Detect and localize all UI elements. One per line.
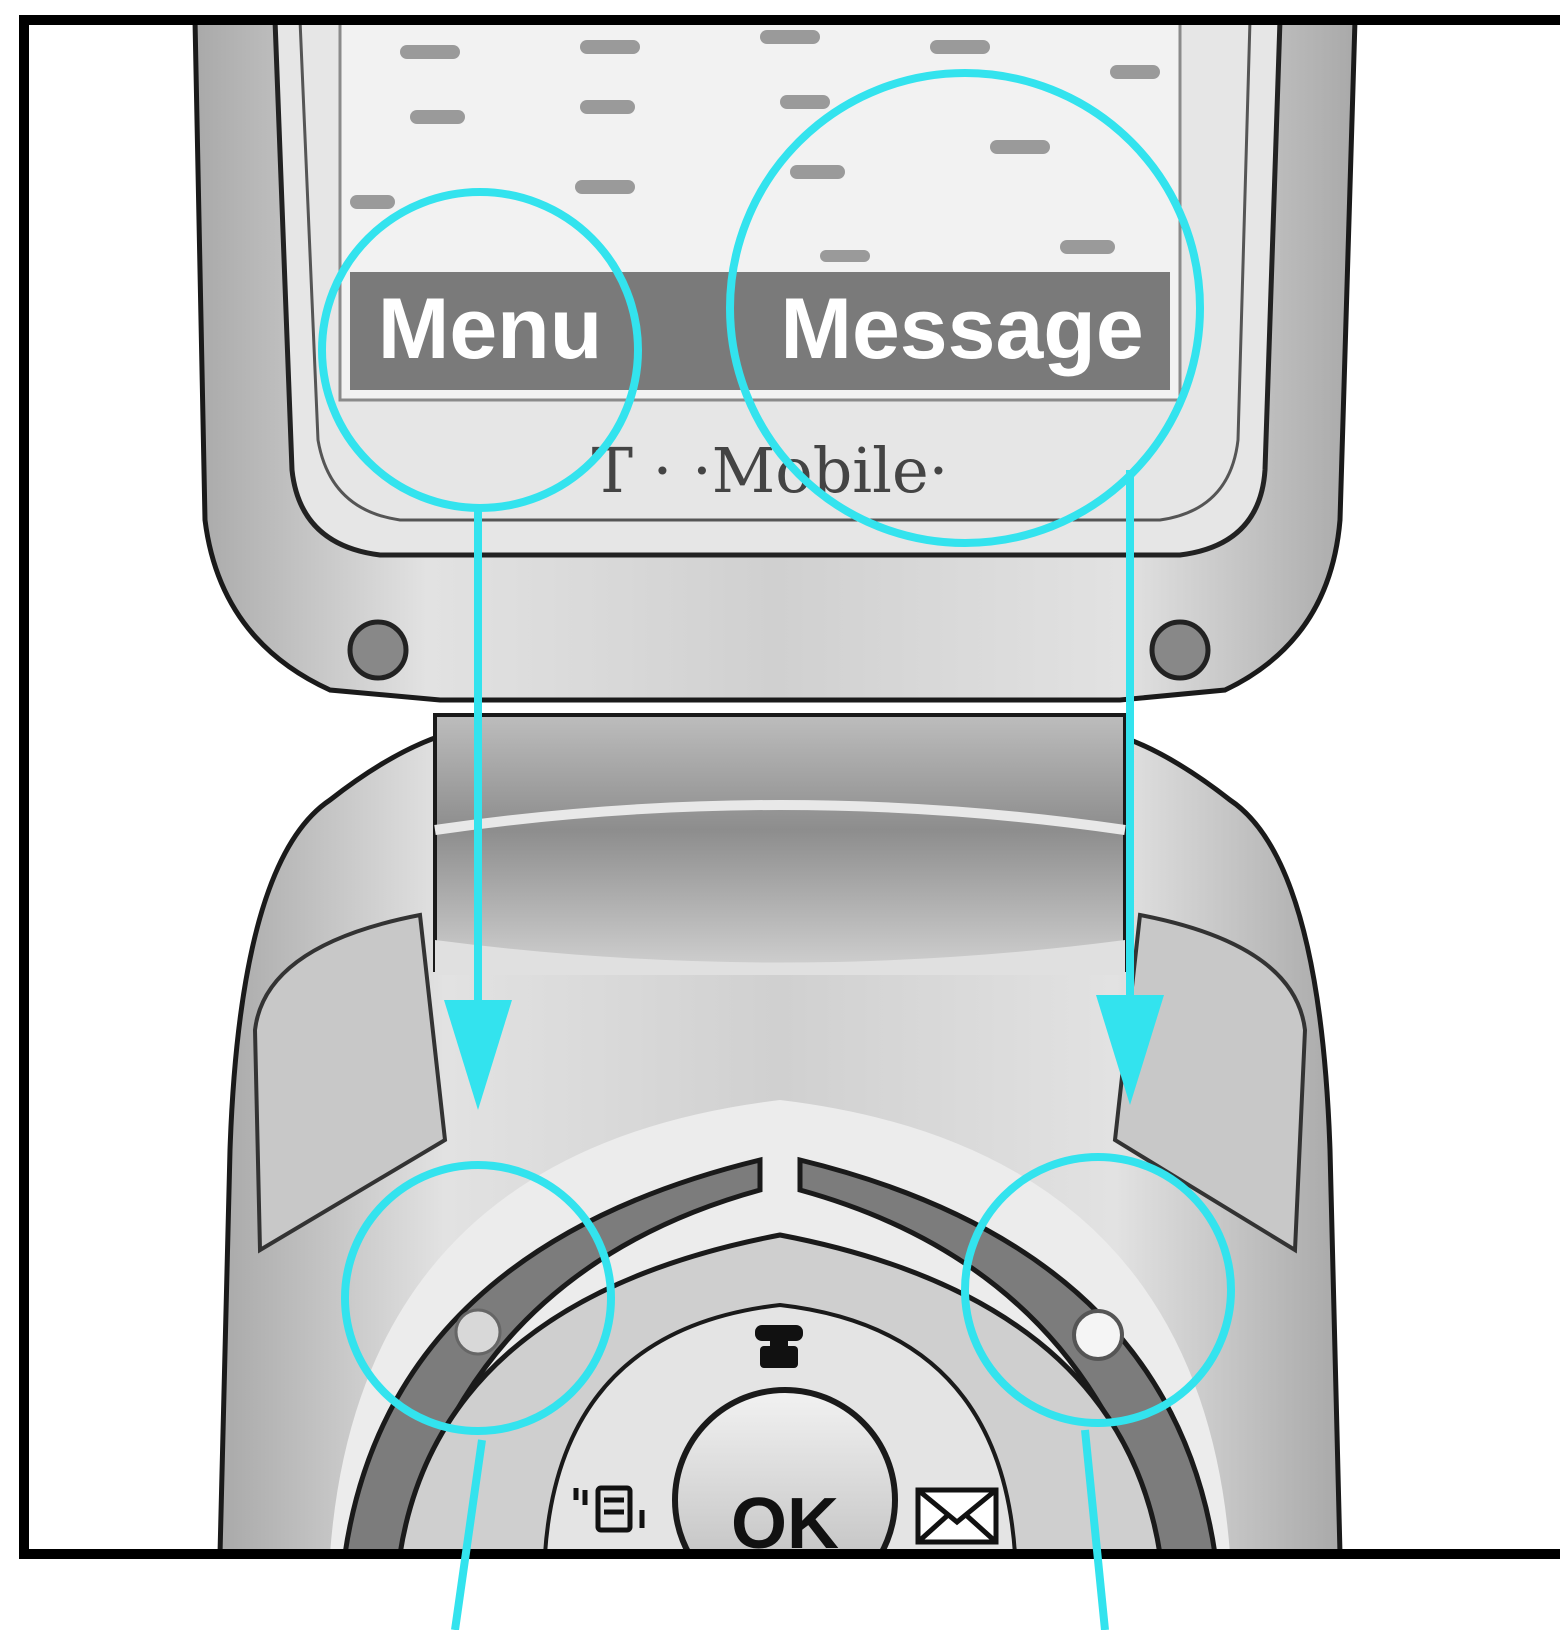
envelope-icon xyxy=(918,1490,996,1542)
lcd-screen: Menu Message xyxy=(340,20,1180,400)
menu-softkey-label: Menu xyxy=(378,281,603,377)
right-softkey-button[interactable] xyxy=(1074,1311,1122,1359)
hinge-screw-left xyxy=(350,622,406,678)
hinge-screw-right xyxy=(1152,622,1208,678)
left-softkey-button[interactable] xyxy=(456,1310,500,1354)
phone-icon xyxy=(755,1325,803,1368)
message-softkey-label: Message xyxy=(780,281,1143,377)
hinge-barrel xyxy=(435,715,1125,970)
